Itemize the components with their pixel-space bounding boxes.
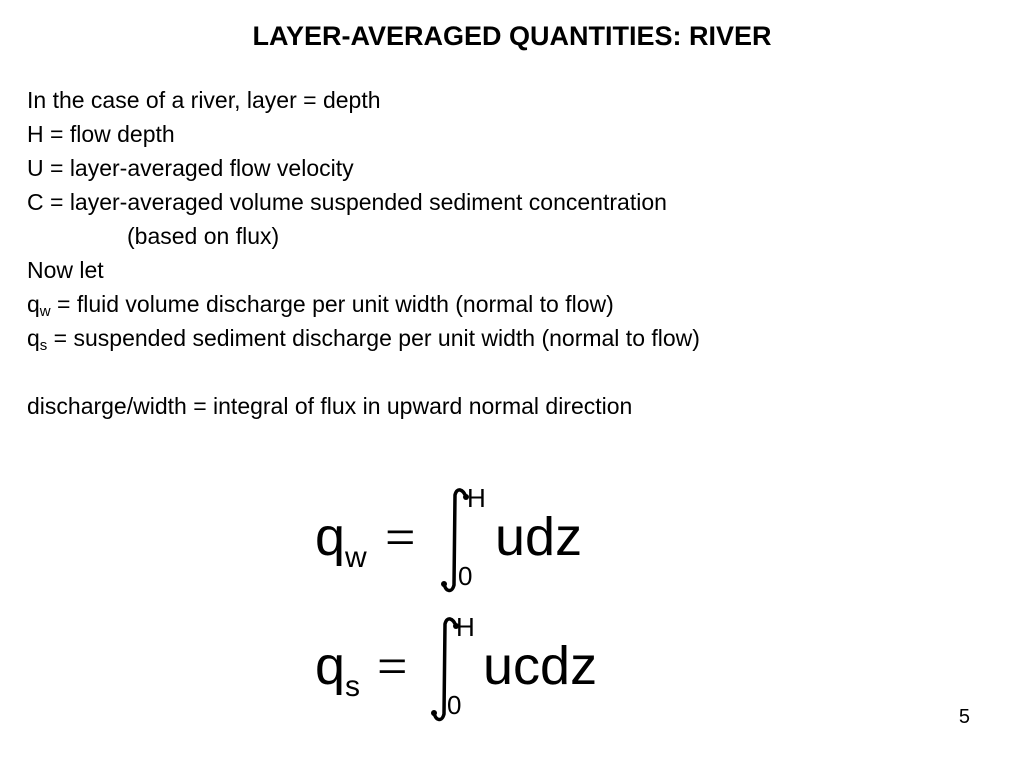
equation-qs-integrand: ucdz — [483, 636, 598, 696]
slide-title: LAYER-AVERAGED QUANTITIES: RIVER — [252, 21, 772, 51]
integral-sign-icon — [441, 488, 469, 593]
qs-description: = suspended sediment discharge per unit … — [47, 325, 700, 351]
equation-qs-upper-limit: H — [456, 612, 475, 642]
equation-qs-lhs: qs — [315, 636, 361, 703]
equation-qs-lower-limit: 0 — [447, 690, 462, 720]
text-line-now-let: Now let — [27, 257, 104, 283]
qw-variable: q — [27, 291, 40, 317]
qs-subscript: s — [39, 337, 48, 354]
blank-line — [27, 355, 700, 389]
text-line-flow-depth: H = flow depth — [27, 121, 175, 147]
body-text: In the case of a river, layer = depth H … — [27, 83, 700, 423]
text-line-concentration: C = layer-averaged volume suspended sedi… — [27, 189, 667, 215]
qs-variable: q — [27, 325, 40, 351]
integral-sign-icon — [431, 617, 459, 722]
page-number: 5 — [958, 706, 970, 728]
equation-qw-integrand: udz — [495, 507, 583, 567]
qw-description: = fluid volume discharge per unit width … — [50, 291, 614, 317]
equation-qw-equals: = — [385, 507, 416, 567]
equation-qw-upper-limit: H — [467, 483, 486, 513]
equation-qw-lower-limit: 0 — [458, 561, 473, 591]
equation-qs-equals: = — [377, 636, 408, 696]
text-line-qs-definition: qs = suspended sediment discharge per un… — [27, 321, 700, 355]
text-line-discharge-width: discharge/width = integral of flux in up… — [27, 393, 633, 419]
text-line-flow-velocity: U = layer-averaged flow velocity — [27, 155, 354, 181]
text-line-based-on-flux: (based on flux) — [127, 223, 280, 249]
text-line-river-layer: In the case of a river, layer = depth — [27, 87, 381, 113]
equation-qs: qs = H 0 ucdz — [315, 612, 715, 724]
qw-subscript: w — [39, 303, 51, 320]
equation-qw: qw = H 0 udz — [315, 483, 715, 595]
equation-qw-lhs: qw — [315, 507, 367, 574]
text-line-qw-definition: qw = fluid volume discharge per unit wid… — [27, 287, 700, 321]
